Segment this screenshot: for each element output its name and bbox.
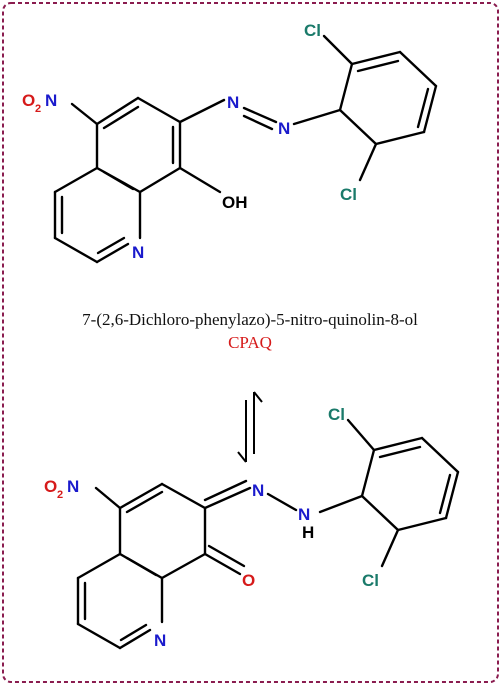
- dashed-border: [2, 2, 499, 683]
- compound-abbreviation: CPAQ: [228, 333, 272, 352]
- azo-n2-label: N: [278, 119, 290, 138]
- hydrazone-labels: O 2 N N N H O N Cl Cl: [44, 405, 379, 650]
- cl-top-label-2: Cl: [328, 405, 345, 424]
- nitro-n-label: N: [45, 91, 57, 110]
- equilibrium-arrows: [237, 391, 263, 463]
- hydrazone-tautomer: [76, 418, 460, 650]
- cl-bottom-label-2: Cl: [362, 571, 379, 590]
- nitro-subscript-2: 2: [57, 489, 63, 501]
- cl-top-label: Cl: [304, 21, 321, 40]
- nitro-n-label-2: N: [67, 477, 79, 496]
- compound-name: 7-(2,6-Dichloro-phenylazo)-5-nitro-quino…: [82, 310, 418, 329]
- nitro-o-label: O: [22, 91, 35, 110]
- cl-bottom-label: Cl: [340, 185, 357, 204]
- azo-tautomer: [53, 34, 438, 264]
- ring-n-label-2: N: [154, 631, 166, 650]
- hydroxyl-label: OH: [222, 193, 248, 212]
- azo-n1-label: N: [227, 93, 239, 112]
- nh-h-label: H: [302, 523, 314, 542]
- nitro-subscript: 2: [35, 103, 41, 115]
- carbonyl-o-label: O: [242, 571, 255, 590]
- bond: [95, 96, 140, 126]
- imine-n-label: N: [252, 481, 264, 500]
- ring-n-label: N: [132, 243, 144, 262]
- nitro-o-label-2: O: [44, 477, 57, 496]
- azo-labels: O 2 N N N OH N Cl Cl: [22, 21, 357, 262]
- nh-n-label: N: [298, 505, 310, 524]
